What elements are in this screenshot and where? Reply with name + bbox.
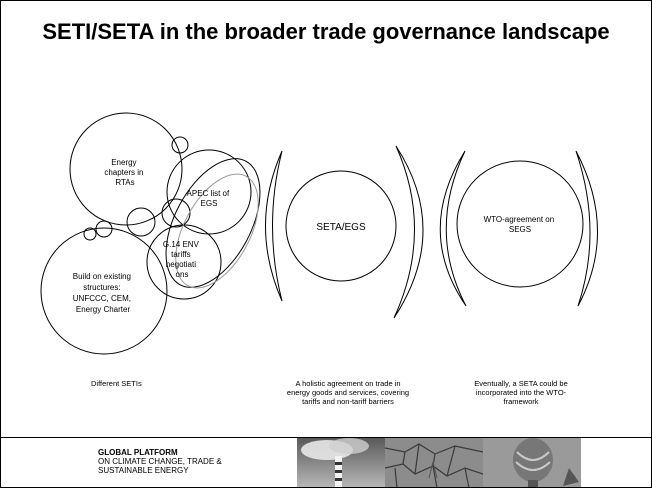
- seta-label: SETA/EGS: [316, 222, 366, 233]
- existing-structures-label: Build on existing structures: UNFCCC, CE…: [73, 272, 134, 314]
- existing-structures-circle: [40, 227, 168, 355]
- energy-chapters-label: Energy chapters in RTAs: [104, 158, 145, 187]
- overlap-loop-dark: [165, 158, 261, 288]
- small-bubble-top: [171, 136, 189, 154]
- cracked-earth-photo: [385, 438, 483, 487]
- caption-eventually: Eventually, a SETA could be incorporated…: [474, 379, 568, 406]
- apec-label: APEC list of EGS: [187, 189, 232, 208]
- slide-title: SETI/SETA in the broader trade governanc…: [42, 19, 610, 44]
- landscape-diagram: Energy chapters in RTAs APEC list of EGS…: [40, 112, 598, 355]
- small-bubble-right: [161, 198, 191, 228]
- seta-circle: [285, 170, 397, 282]
- overlap-loop-light: [175, 173, 259, 289]
- apec-circle: [166, 149, 252, 235]
- small-bubble-small: [95, 220, 113, 238]
- g14-label: G.14 ENV tariffs negotiati ons: [163, 240, 201, 279]
- seta-right-bracket: [393, 145, 424, 319]
- seta-left-bracket: [265, 150, 283, 302]
- wto-circle: [456, 160, 584, 288]
- small-bubble-left: [83, 227, 97, 241]
- smokestack-photo: [297, 438, 385, 487]
- small-bubble-mid: [126, 207, 156, 237]
- wto-right-bracket: [575, 150, 598, 307]
- energy-chapters-circle: [69, 112, 183, 226]
- caption-holistic-agreement: A holistic agreement on trade in energy …: [286, 379, 410, 406]
- g14-circle: [146, 224, 222, 300]
- caption-different-setis: Different SETIs: [91, 379, 142, 388]
- balloon-photo: [483, 438, 581, 487]
- footer-banner: GLOBAL PLATFORM ON CLIMATE CHANGE, TRADE…: [1, 437, 651, 487]
- footer-platform-name: GLOBAL PLATFORM ON CLIMATE CHANGE, TRADE…: [98, 448, 222, 475]
- wto-label: WTO-agreement on SEGS: [484, 215, 557, 234]
- wto-left-bracket: [439, 150, 467, 307]
